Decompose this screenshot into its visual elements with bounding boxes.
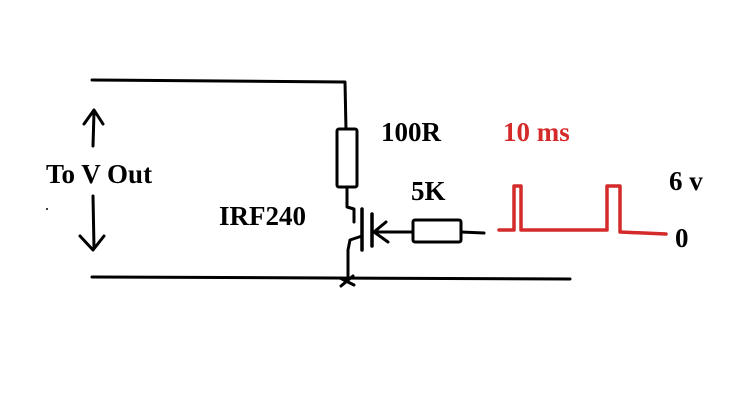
period-label: 10 ms: [503, 117, 570, 147]
low-level-label: 0: [675, 223, 689, 253]
stray-dot: [46, 208, 48, 210]
gate-resistor: [411, 218, 463, 244]
gate-input-wire: [459, 230, 486, 235]
drain-resistor-label: 100R: [381, 117, 442, 147]
drain-resistor: [335, 127, 359, 189]
gate-pulse-waveform: [497, 184, 668, 236]
high-level-label: 6 v: [669, 166, 703, 196]
output-label: To V Out: [46, 159, 152, 189]
down-arrow-icon: [78, 194, 106, 252]
source-lead-wire: [346, 234, 364, 284]
drain-lead-wire: [345, 185, 356, 224]
transistor-label: IRF240: [219, 201, 306, 231]
gate-resistor-label: 5K: [411, 176, 446, 206]
gate-arrow: [372, 220, 416, 244]
up-arrow-icon: [82, 108, 105, 148]
ground-junction-mark: [338, 274, 356, 288]
bottom-rail-wire: [90, 275, 572, 281]
top-rail-wire: [90, 78, 348, 132]
